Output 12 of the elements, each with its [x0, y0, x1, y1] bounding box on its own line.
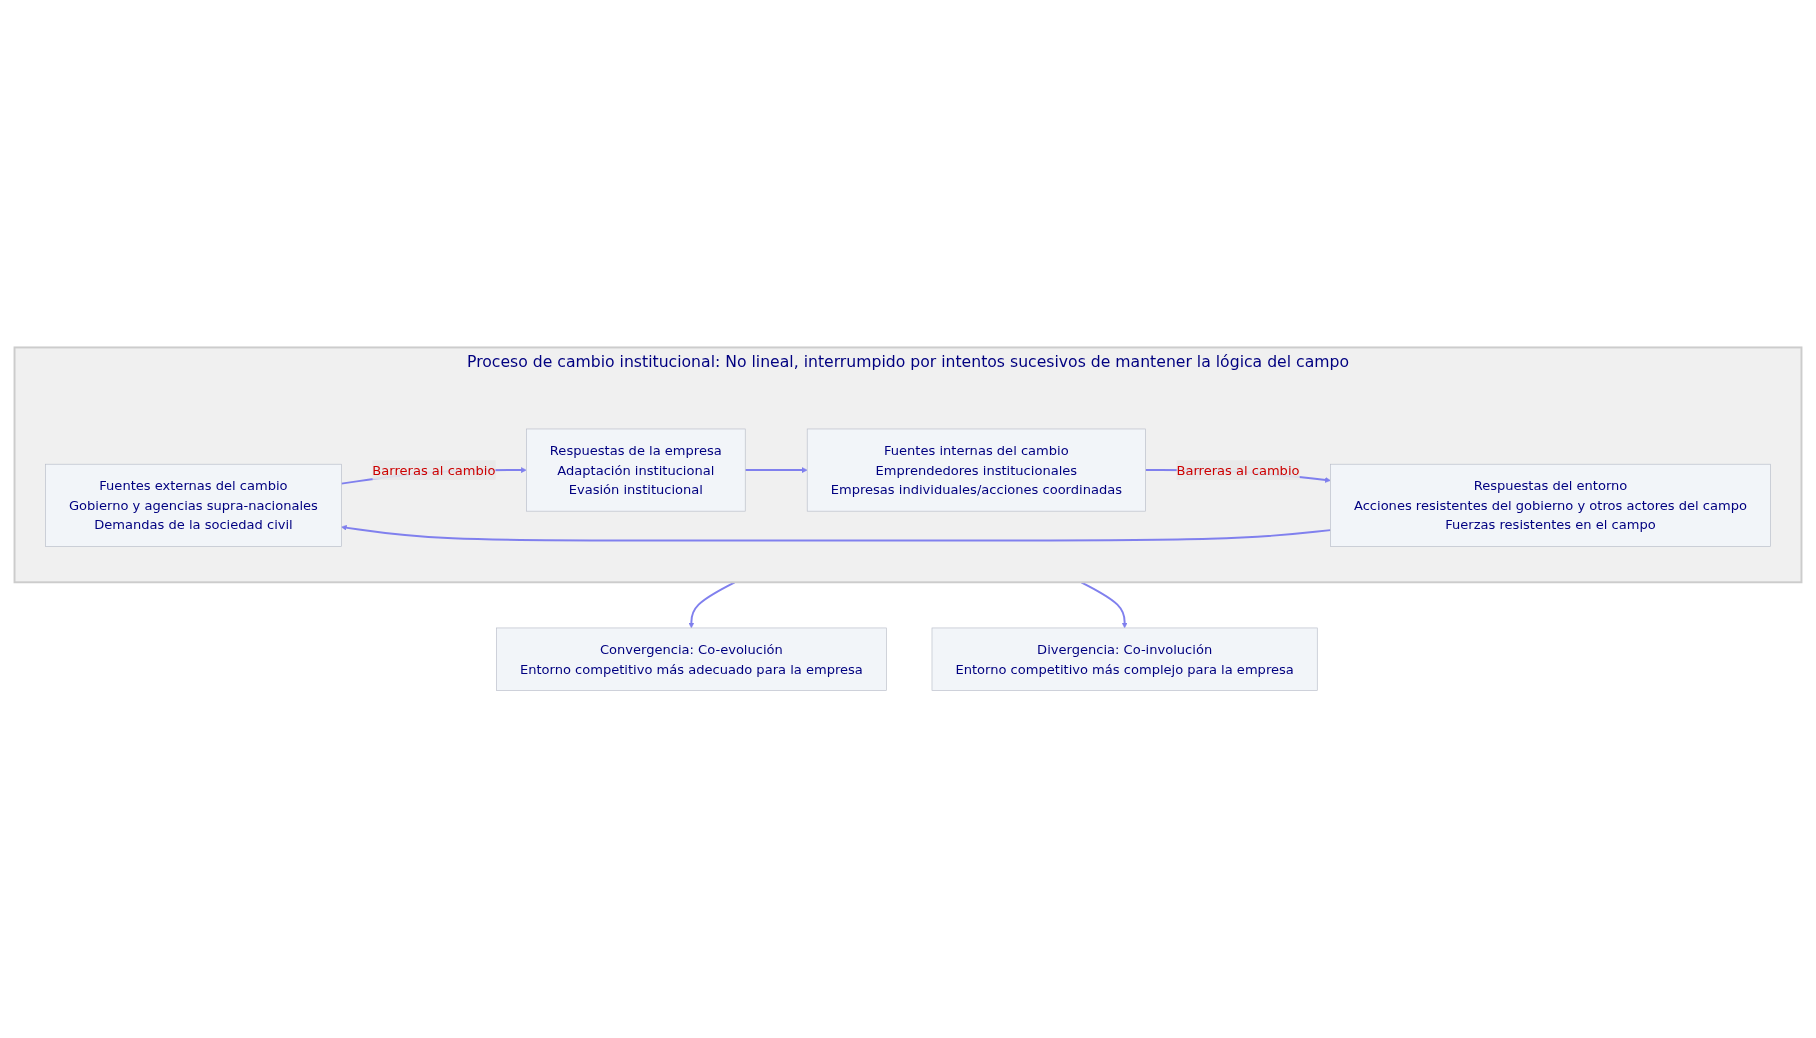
node-box: Respuestas del entorno Acciones resistentes del gobierno y otros actores del campo Fuerzas resistentes en el campo: [1330, 463, 1771, 547]
node-box: Fuentes externas del cambio Gobierno y agencias supra-nacionales Demandas de la sociedad civil: [45, 463, 342, 547]
node-box: Convergencia: Co-evolución Entorno competitivo más adecuado para la empresa: [496, 627, 887, 691]
arrow: [341, 524, 1332, 542]
arrow: [744, 467, 808, 473]
node-box: Fuentes internas del cambio Emprendedores institucionales Empresas individuales/acciones coordinadas: [806, 428, 1146, 512]
arrow: [688, 581, 736, 629]
node-box: Respuestas de la empresa Adaptación institucional Evasión institucional: [526, 428, 746, 512]
arrow: [1080, 581, 1128, 629]
edge-label: Barreras al cambio: [1176, 462, 1300, 478]
edge-label: Barreras al cambio: [372, 462, 496, 478]
node-box: Divergencia: Co-involución Entorno competitivo más complejo para la empresa: [931, 627, 1318, 691]
